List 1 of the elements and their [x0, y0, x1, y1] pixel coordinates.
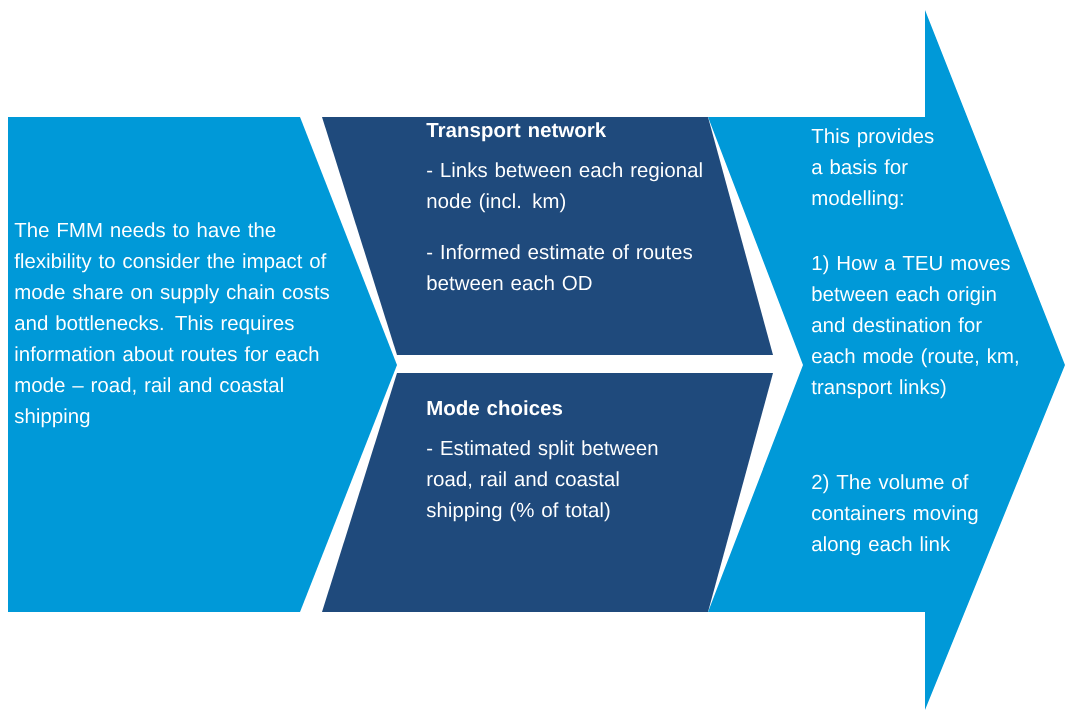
parallelogram-box: Mode choices - Estimated split between road, rail and coastal shipping (% of total) [322, 373, 773, 612]
